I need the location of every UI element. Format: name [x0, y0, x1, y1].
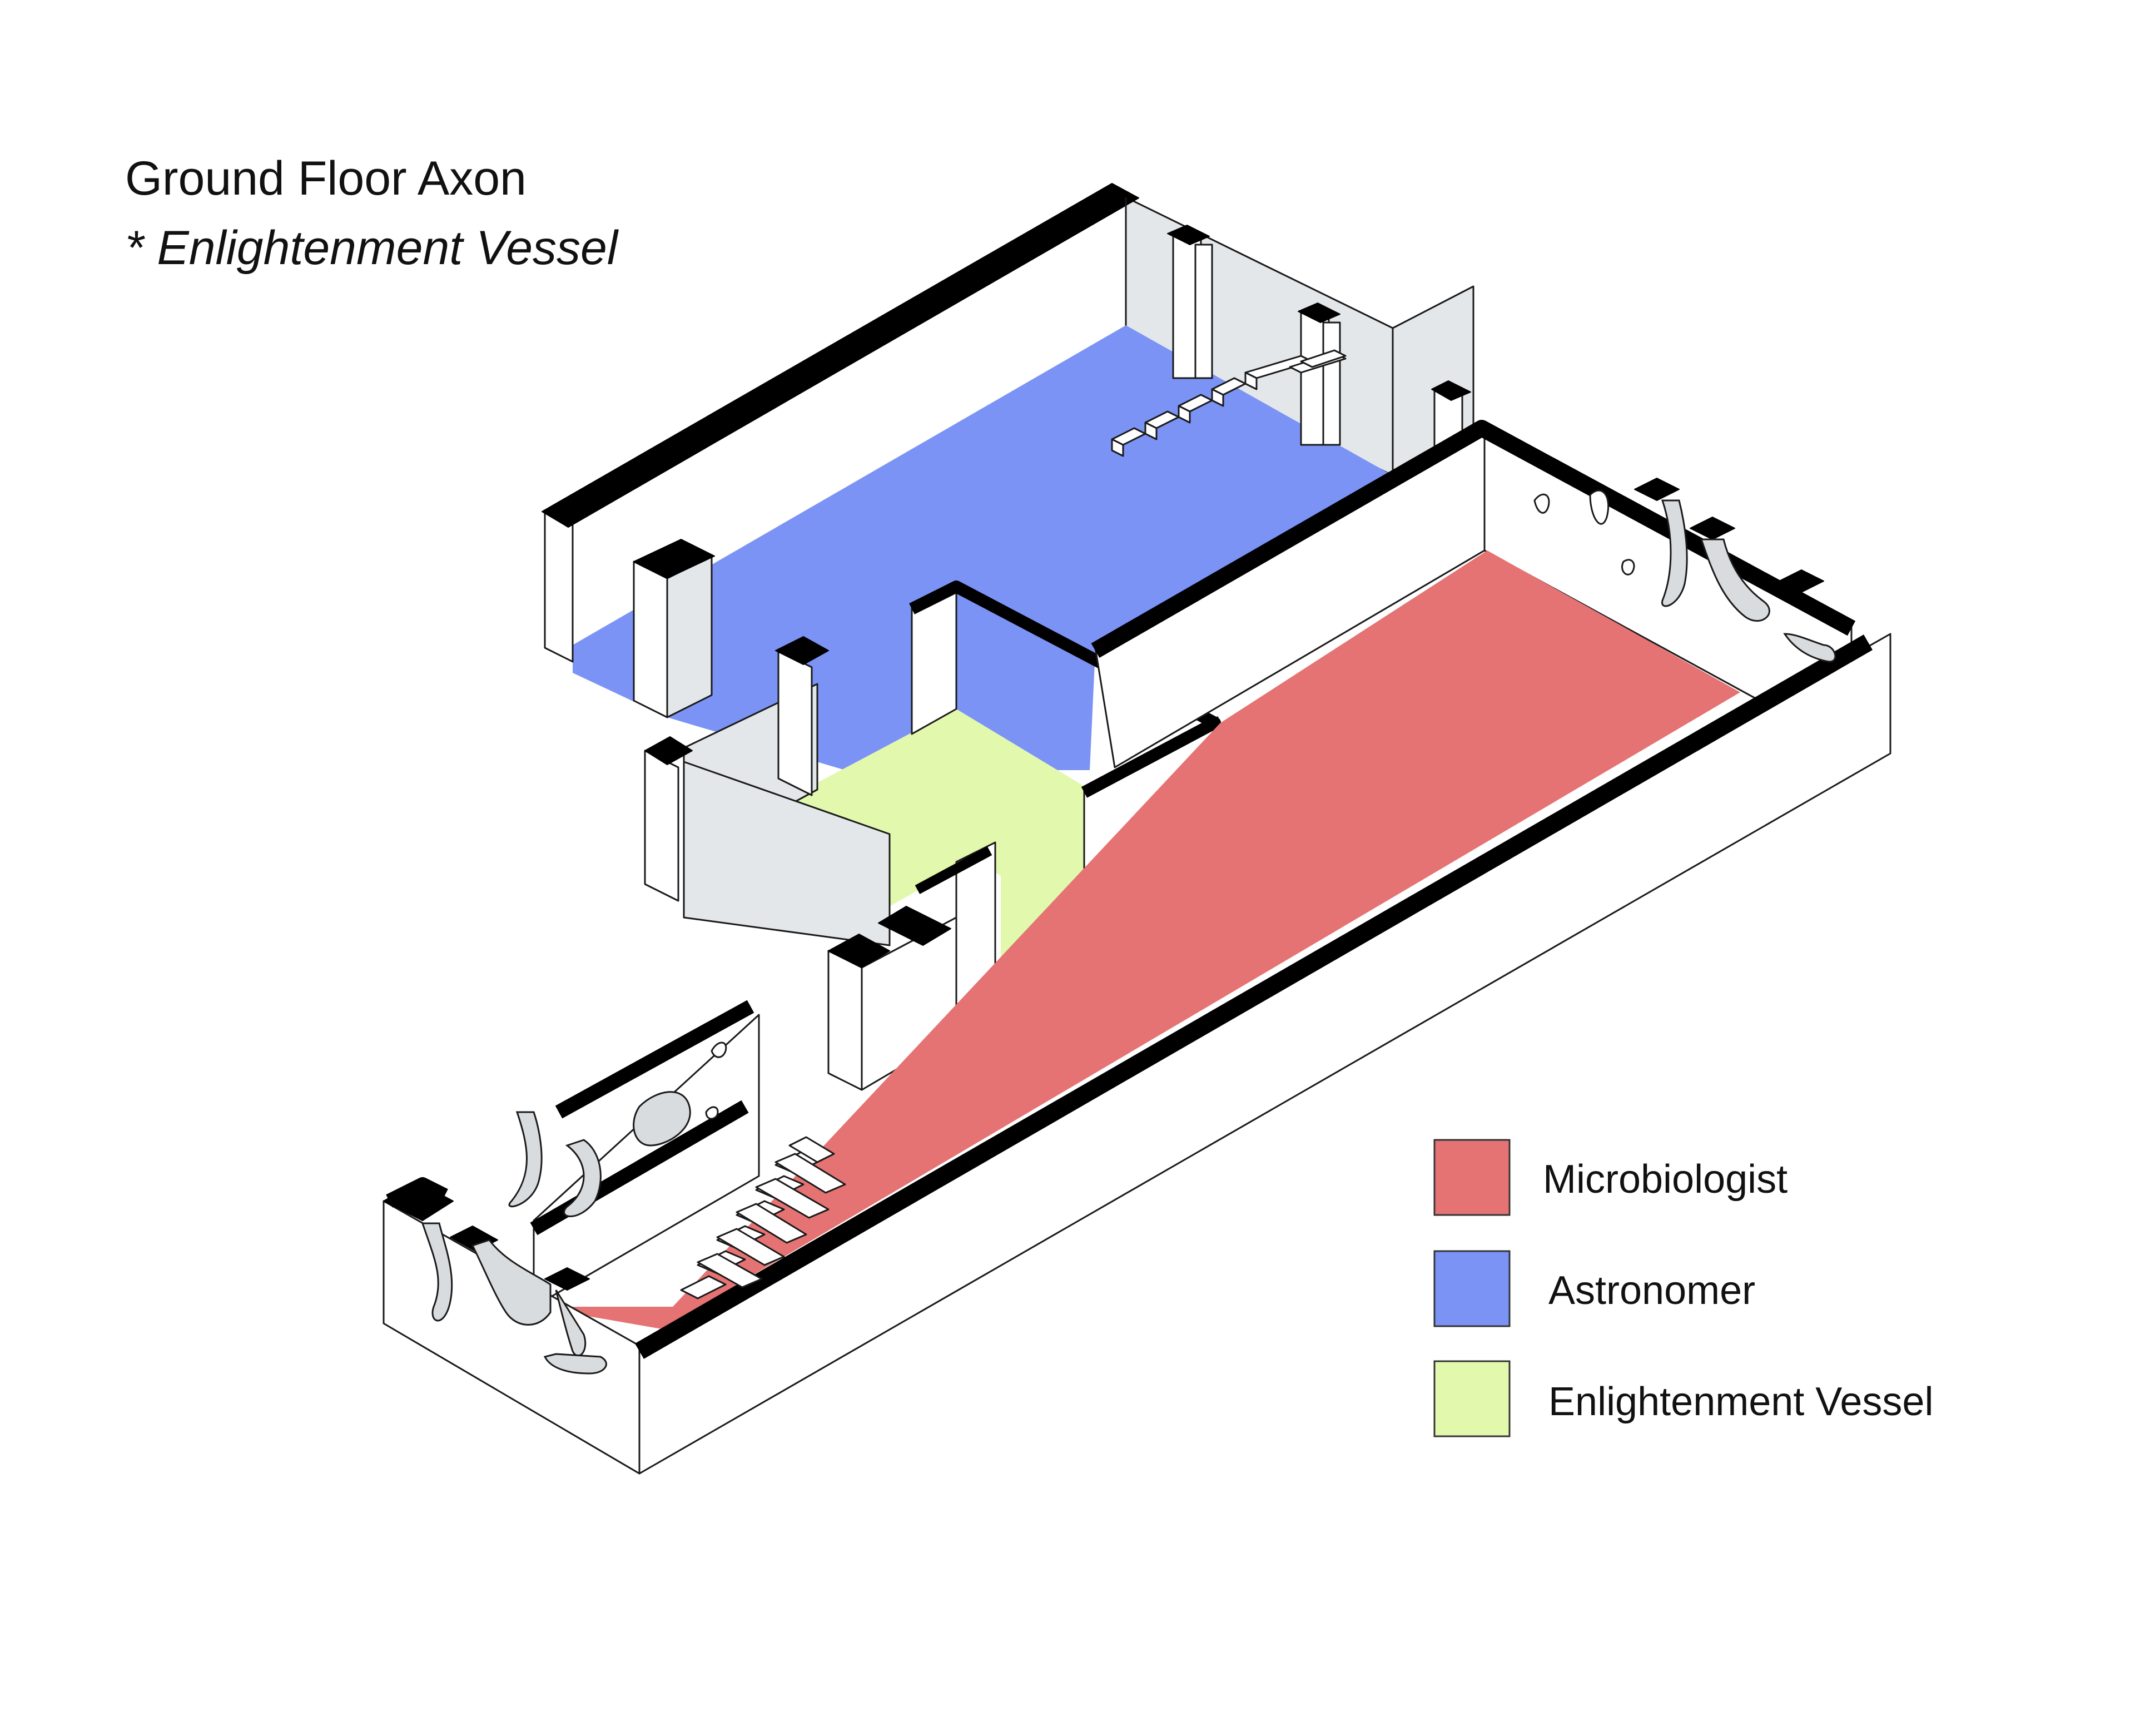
legend-swatch-astronomer — [1433, 1250, 1511, 1327]
wall-opening-6 — [563, 1139, 602, 1217]
legend-label-astronomer: Astronomer — [1548, 1268, 1755, 1313]
legend-label-enlightenment-vessel: Enlightenment Vessel — [1548, 1380, 1933, 1424]
astronomer-back-wall-cap — [542, 183, 1139, 528]
wall-opening-2 — [471, 1239, 552, 1326]
legend-item-astronomer: Astronomer — [1433, 1250, 1755, 1327]
wall-opening-3 — [555, 1289, 587, 1357]
pillar-b — [777, 649, 813, 796]
enlightenment-vessel-floor — [773, 709, 1090, 956]
wall-opening-1 — [421, 1222, 453, 1322]
pillar-d — [827, 950, 863, 1091]
vessel-front-grey-wall — [683, 761, 891, 946]
wall-opening-9 — [1700, 538, 1770, 622]
microbiologist-floor — [534, 550, 1740, 1329]
legend-swatch-microbiologist — [1433, 1139, 1511, 1216]
wall-opening-7 — [633, 1091, 691, 1147]
legend: Microbiologist Astronomer Enlightenment … — [1433, 1139, 1933, 1437]
astronomer-staircase — [1111, 349, 1347, 457]
pillar-a — [633, 561, 668, 718]
legend-item-enlightenment-vessel: Enlightenment Vessel — [1433, 1360, 1933, 1437]
legend-label-microbiologist: Microbiologist — [1543, 1157, 1788, 1202]
microbiologist-zone — [383, 420, 1891, 1475]
diagram-title: Ground Floor Axon — [125, 152, 527, 205]
center-block-cap — [909, 581, 1221, 798]
microbiologist-staircase — [680, 1136, 846, 1299]
column-group-2 — [1298, 302, 1341, 446]
wall-opening-8 — [1661, 499, 1688, 607]
pillar-c — [644, 750, 679, 902]
astronomer-left-wall-end — [544, 510, 574, 663]
microbio-outer-wall-cap — [635, 634, 1873, 1359]
legend-swatch-enlightenment-vessel — [1433, 1360, 1511, 1437]
legend-item-microbiologist: Microbiologist — [1433, 1139, 1788, 1216]
wall-opening-10 — [1783, 633, 1836, 663]
wall-opening-4 — [543, 1353, 607, 1375]
column-group-1 — [1167, 225, 1213, 379]
diagram-subtitle: * Enlightenment Vessel — [125, 221, 619, 275]
wall-opening-5 — [508, 1111, 543, 1208]
